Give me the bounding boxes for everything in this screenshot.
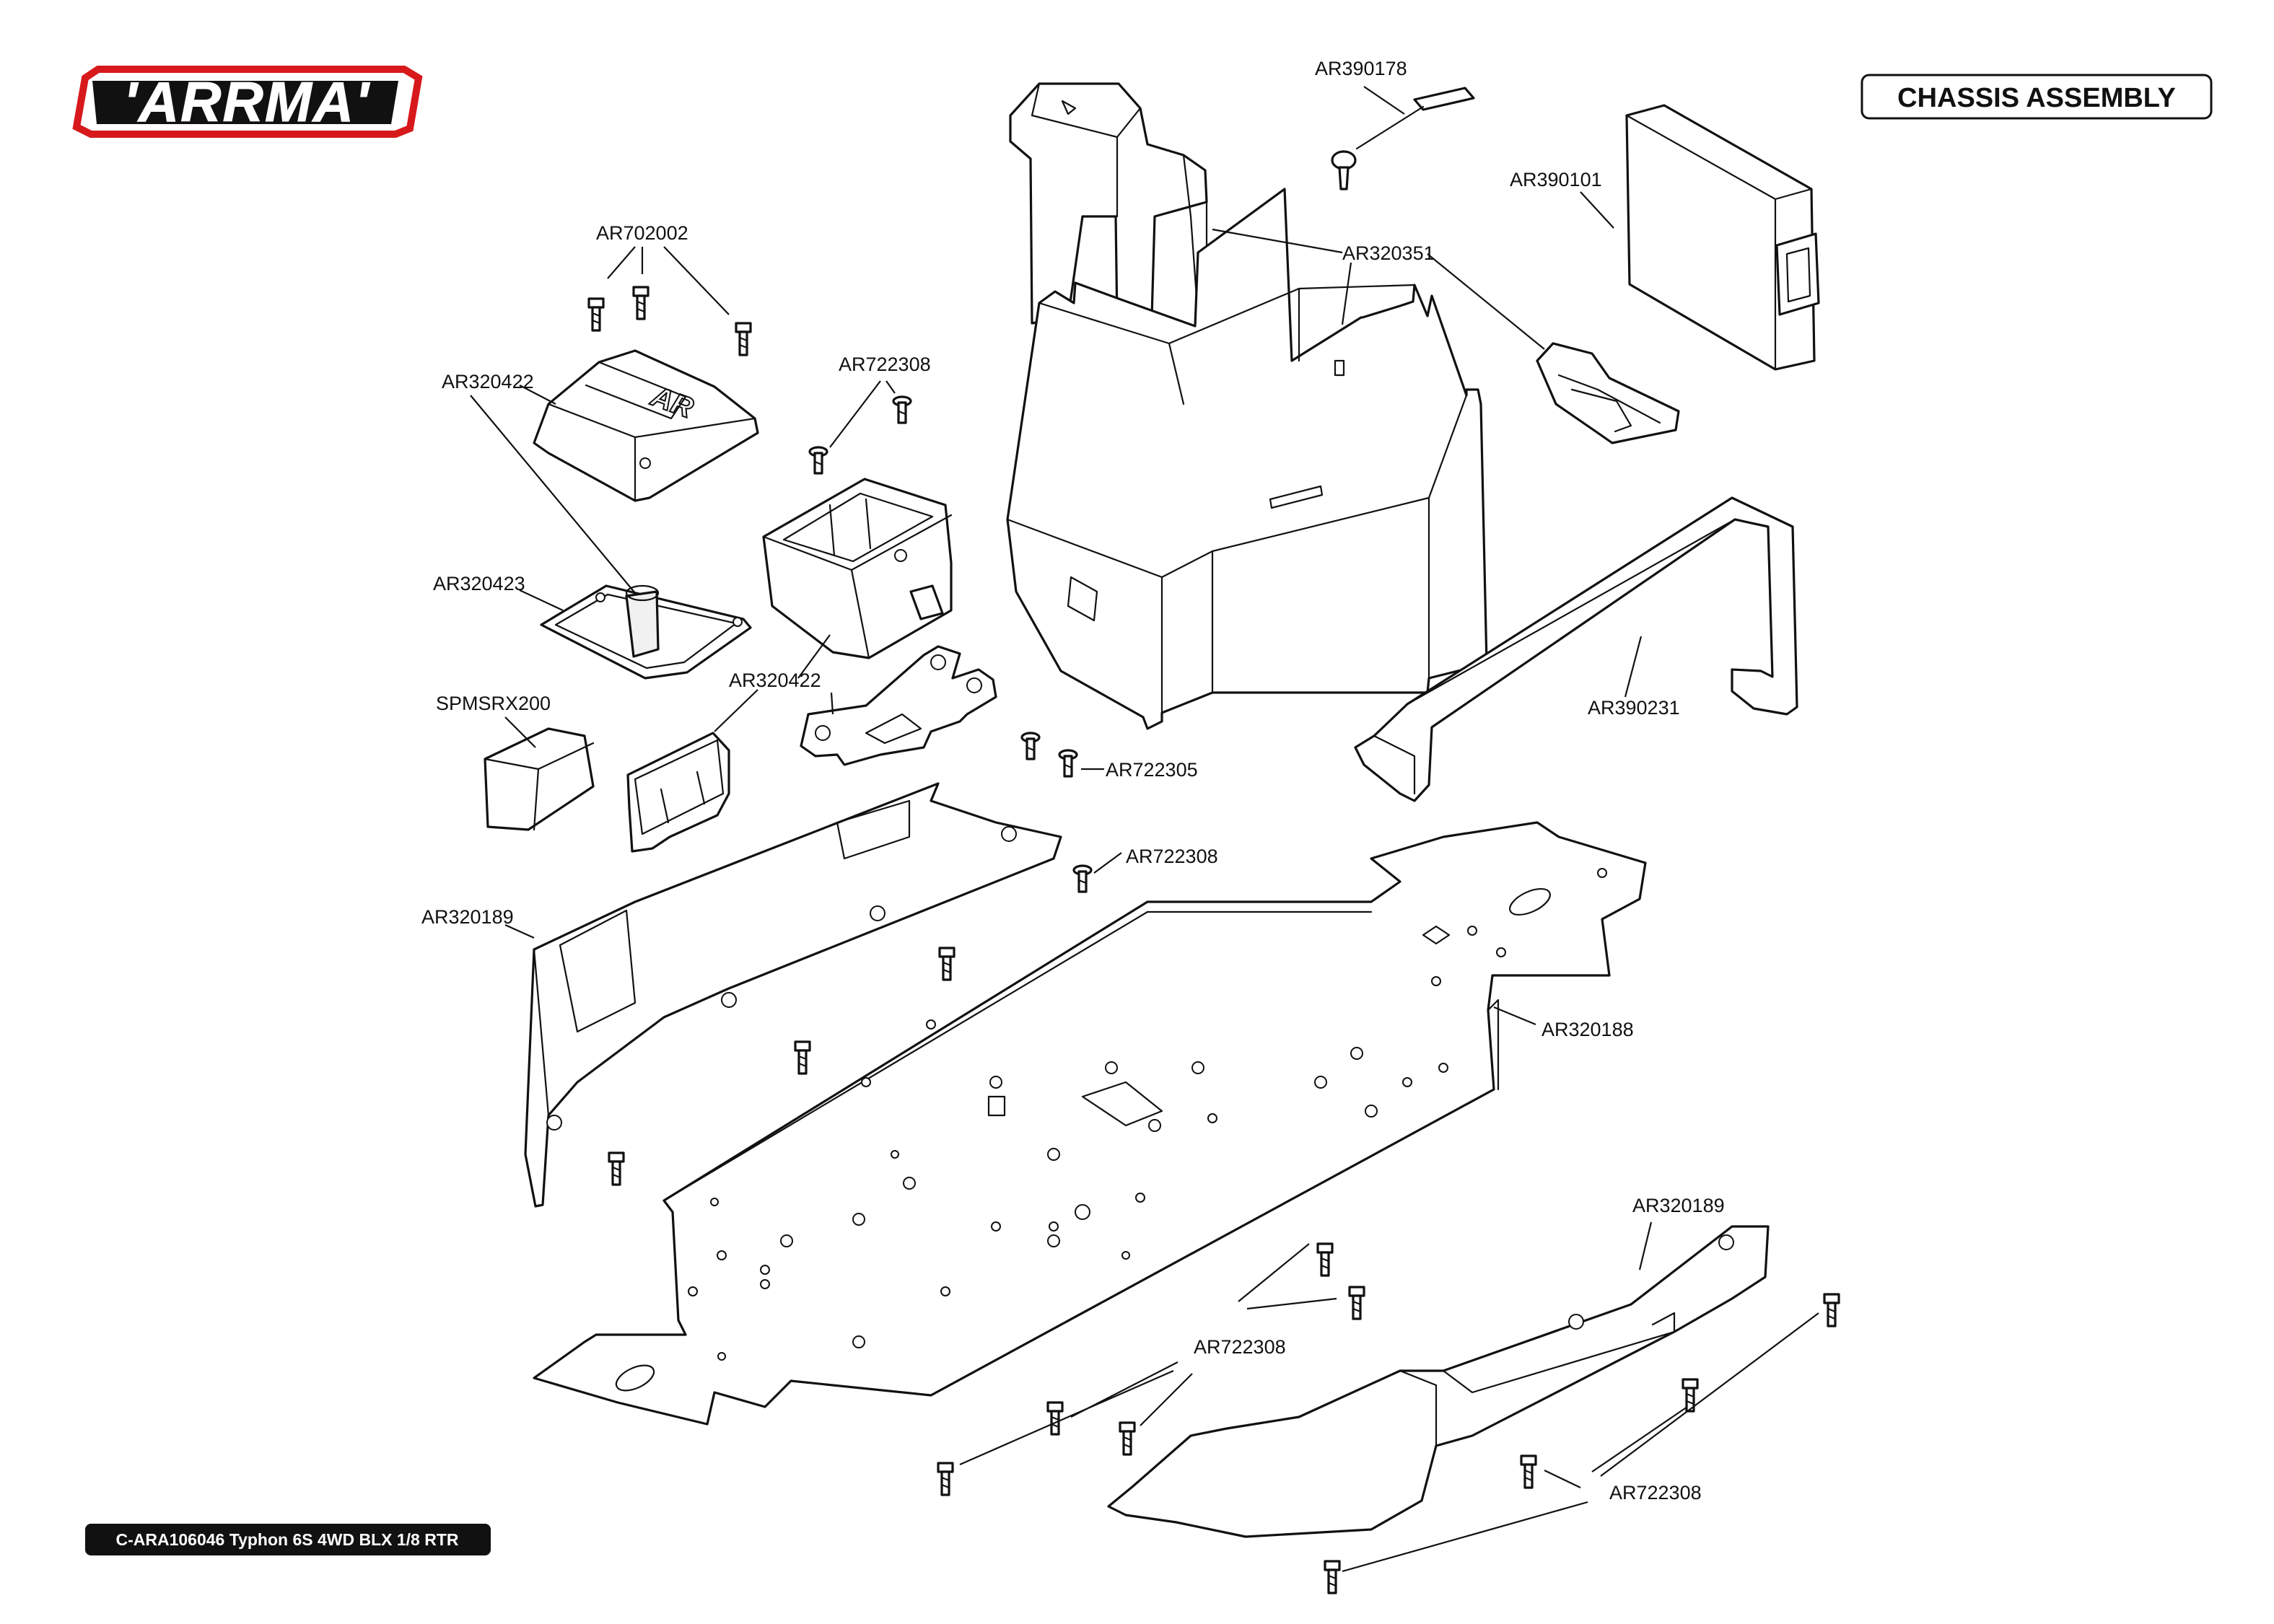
page-title: CHASSIS ASSEMBLY	[1897, 83, 2176, 113]
logo-text: 'ARRMA'	[123, 70, 370, 133]
battery-strap-part	[1354, 496, 1798, 802]
arrma-logo: 'ARRMA'	[72, 66, 423, 138]
wire-connector-part	[1331, 87, 1475, 190]
chassis-holes	[688, 868, 1607, 1361]
label-ar320422-top: AR320422	[442, 371, 534, 392]
label-ar722308-low: AR722308	[1194, 1336, 1286, 1358]
battery-cover-part	[1009, 82, 1208, 325]
label-ar722308-bottom: AR722308	[1609, 1482, 1702, 1504]
right-side-guard-part	[1107, 1225, 1770, 1538]
label-spmsrx200: SPMSRX200	[436, 693, 551, 714]
left-side-guard-part	[524, 782, 1062, 1208]
label-ar390101: AR390101	[1510, 169, 1602, 190]
label-ar320189-left: AR320189	[421, 906, 514, 928]
label-ar320189-right: AR320189	[1632, 1195, 1725, 1216]
label-ar320351: AR320351	[1342, 242, 1435, 264]
receiver-lid-part: AR	[533, 349, 759, 502]
label-ar320422-mid: AR320422	[729, 670, 821, 691]
label-ar390178: AR390178	[1315, 58, 1407, 79]
leader-lines	[470, 86, 1819, 1573]
receiver-mount-part	[626, 732, 730, 853]
battery-tray-part	[1006, 188, 1488, 730]
model-footer: C-ARA106046 Typhon 6S 4WD BLX 1/8 RTR	[115, 1530, 458, 1549]
label-ar722308-mid: AR722308	[1126, 846, 1218, 867]
title-box: CHASSIS ASSEMBLY	[1860, 74, 2213, 120]
label-ar320188: AR320188	[1541, 1019, 1634, 1040]
gasket-part	[540, 584, 752, 680]
footer-badge: C-ARA106046 Typhon 6S 4WD BLX 1/8 RTR	[85, 1524, 491, 1555]
strap-holder-part	[1536, 342, 1680, 444]
label-ar702002: AR702002	[596, 222, 688, 244]
receiver-box-part	[762, 478, 953, 659]
part-labels: AR390178 AR390101 AR320351 AR702002 AR72…	[421, 58, 1725, 1504]
label-ar722308-top: AR722308	[839, 354, 931, 375]
label-ar390231: AR390231	[1588, 697, 1680, 719]
mount-plate-part	[800, 645, 997, 766]
battery-part	[1625, 104, 1820, 371]
main-chassis-plate-part	[533, 821, 1647, 1426]
receiver-part	[484, 727, 595, 831]
label-ar722305: AR722305	[1106, 759, 1198, 781]
label-ar320423: AR320423	[433, 573, 525, 594]
